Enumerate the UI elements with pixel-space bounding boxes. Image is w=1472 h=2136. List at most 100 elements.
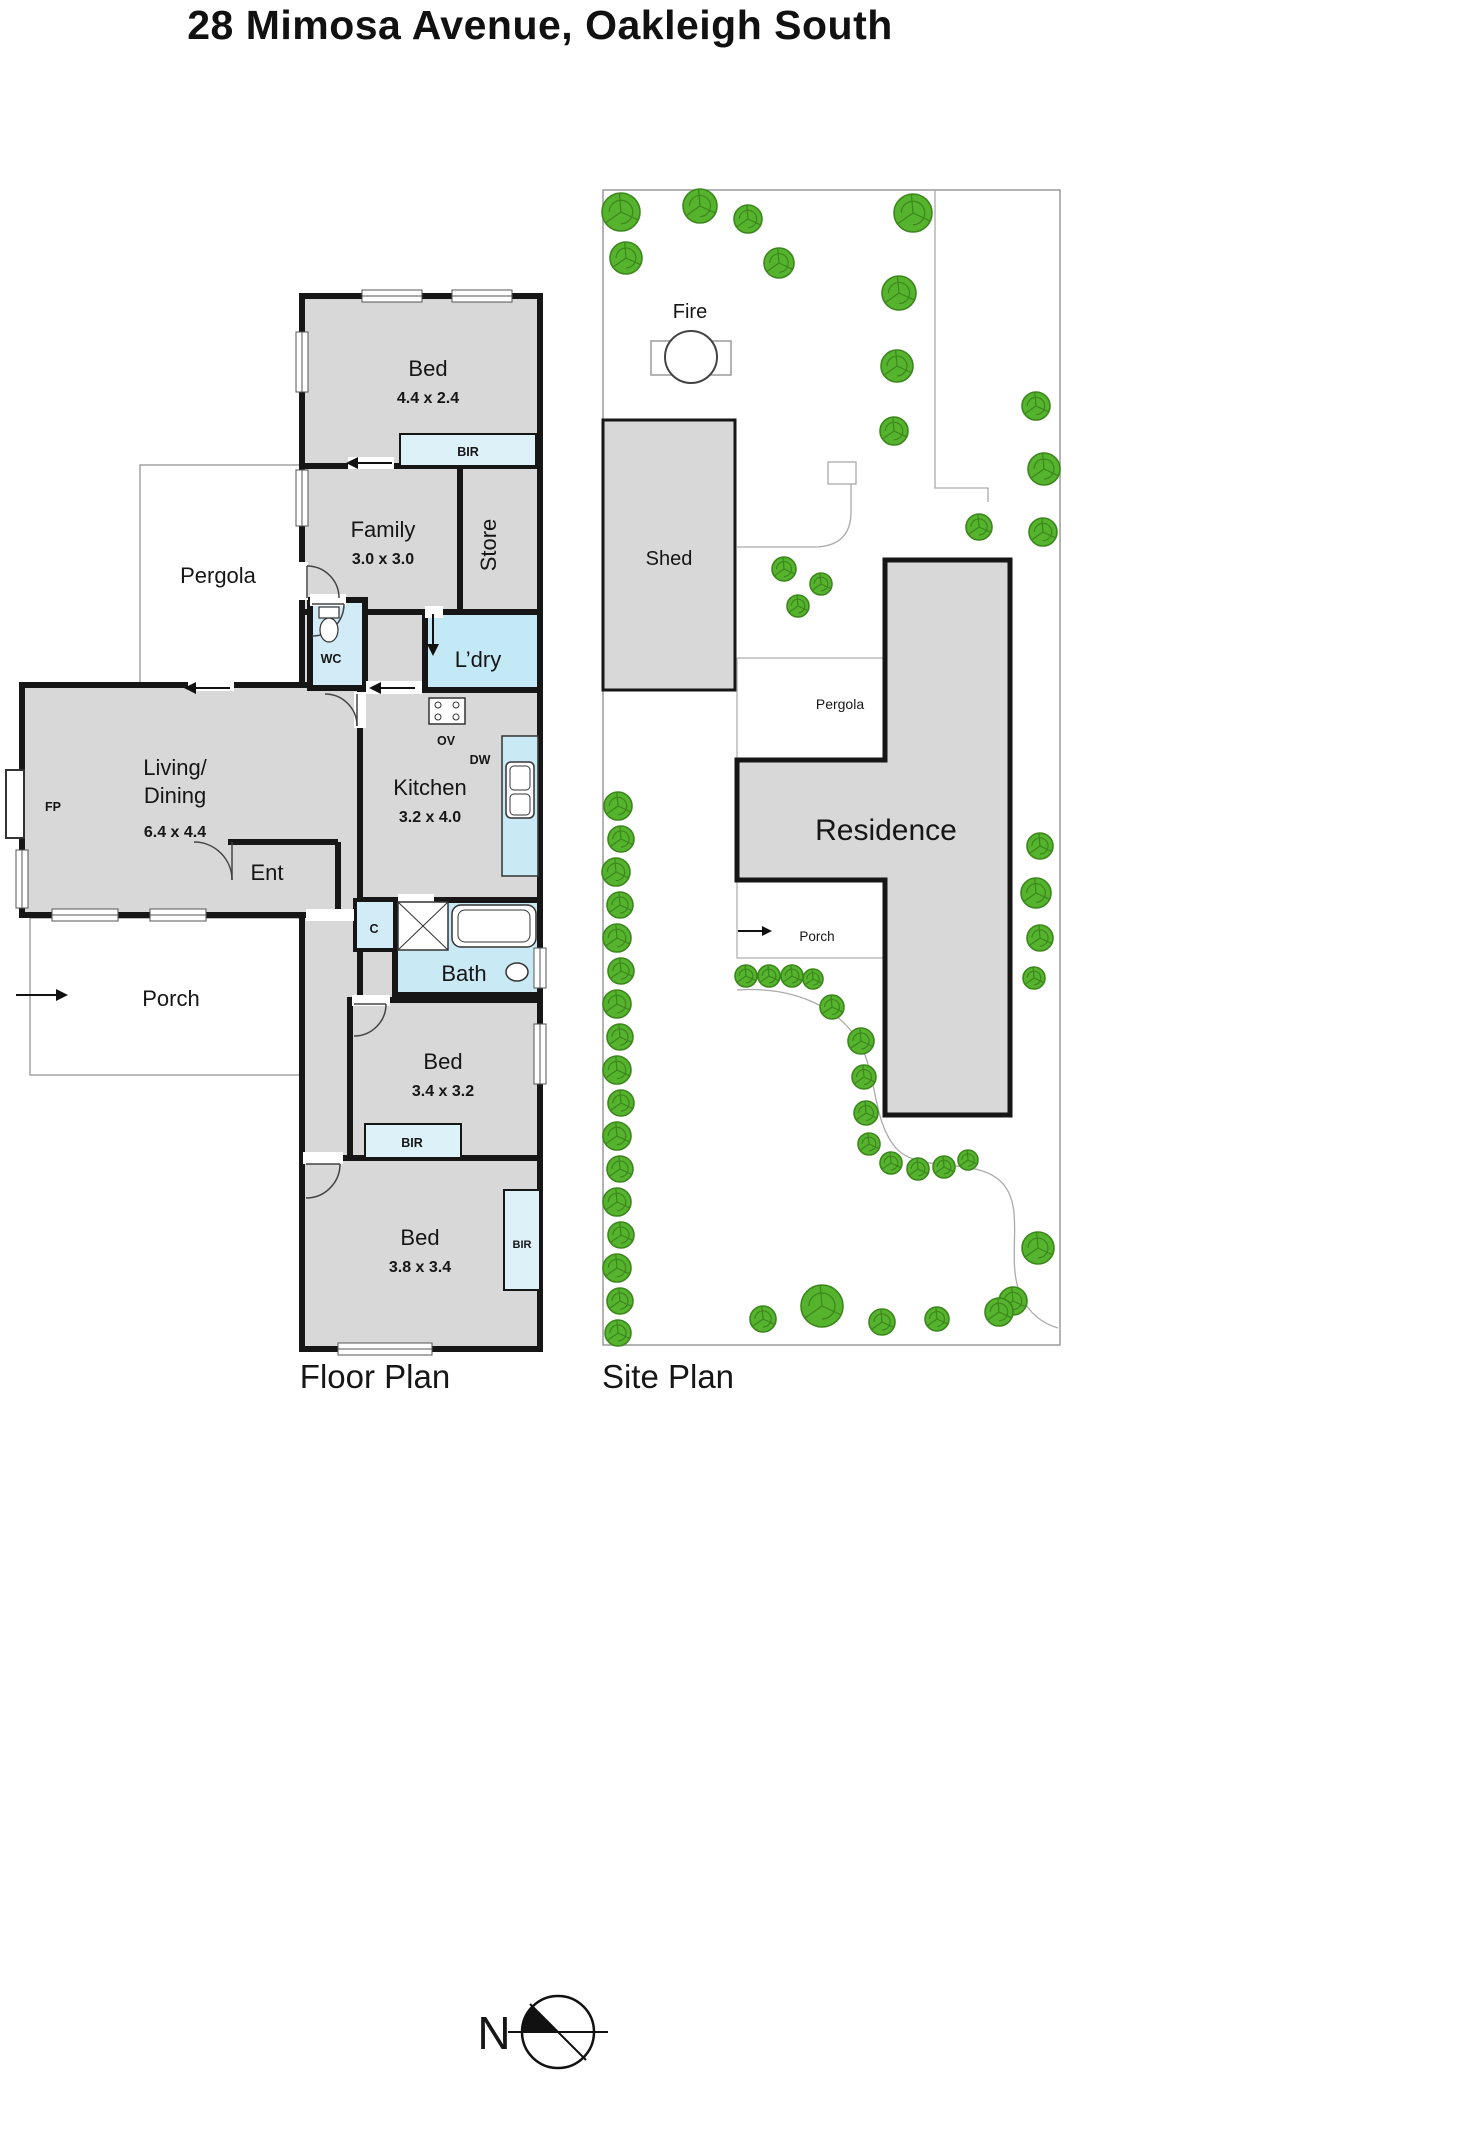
tree-icon	[1020, 877, 1052, 909]
door-icon	[193, 841, 233, 881]
room-label-bed-bottom: Bed	[400, 1225, 439, 1250]
residence-label: Residence	[815, 814, 957, 847]
site-porch-area	[736, 879, 886, 959]
room-label-family: Family	[351, 517, 416, 542]
sink-icon	[505, 761, 535, 819]
room-label-laundry: L’dry	[455, 647, 501, 672]
site-porch-arrow	[738, 926, 772, 936]
tree-icon	[607, 1089, 635, 1117]
window-icon	[15, 849, 29, 909]
tree-icon	[809, 572, 833, 596]
tree-icon	[601, 192, 641, 232]
room-dims-bed-bottom: 3.8 x 3.4	[389, 1259, 451, 1276]
tree-icon	[1027, 452, 1061, 486]
room-label-living-1: Living/	[143, 755, 207, 780]
floor-plan: Bed 4.4 x 2.4 BIR Family 3.0 x 3.0 Store…	[5, 289, 547, 1356]
floor-plan-caption: Floor Plan	[300, 1358, 450, 1395]
tree-icon	[1021, 391, 1051, 421]
direction-arrows	[16, 457, 439, 1001]
tree-icon	[763, 247, 795, 279]
fire-pit-icon	[650, 330, 732, 384]
site-porch-label: Porch	[799, 929, 834, 944]
bir-bottom-label: BIR	[513, 1239, 532, 1251]
tree-icon	[607, 1221, 635, 1249]
tree-icon	[857, 1132, 881, 1156]
room-label-bed-mid: Bed	[423, 1049, 462, 1074]
tree-icon	[602, 923, 632, 953]
tree-icon	[786, 594, 810, 618]
fixtures	[5, 606, 539, 982]
dishwasher-label: DW	[470, 753, 491, 767]
tree-icon	[604, 1319, 632, 1347]
site-plan: Fire Shed Pergola Residence Porch	[601, 188, 1061, 1347]
tree-icon	[682, 188, 718, 224]
tree-icon	[800, 1284, 844, 1328]
room-label-wc: WC	[321, 652, 342, 666]
direction-arrow	[16, 989, 68, 1001]
window-icon	[533, 947, 547, 989]
site-pergola-area	[736, 657, 886, 761]
window-icon	[361, 289, 423, 303]
tree-icon	[879, 416, 909, 446]
tree-icon	[851, 1064, 877, 1090]
compass-wedge	[522, 2006, 558, 2032]
direction-arrow	[427, 614, 439, 656]
tree-icon	[603, 791, 633, 821]
bir-top-label: BIR	[457, 445, 479, 459]
tree-icon	[1021, 1231, 1055, 1265]
tree-icon	[606, 1155, 634, 1183]
room-bed-bottom	[299, 1155, 543, 1352]
tree-icon	[757, 964, 781, 988]
interior-walls	[228, 839, 341, 912]
site-plan-caption: Site Plan	[602, 1358, 734, 1395]
window-glyphs	[15, 289, 547, 1356]
stove-icon	[428, 697, 466, 725]
room-label-porch: Porch	[142, 986, 199, 1011]
room-dims-bed-mid: 3.4 x 3.2	[412, 1083, 474, 1100]
page-title: 28 Mimosa Avenue, Oakleigh South	[187, 2, 893, 48]
door-icon	[324, 693, 358, 727]
tree-icon	[607, 957, 635, 985]
tree-icon	[602, 1253, 632, 1283]
window-icon	[533, 1023, 547, 1085]
tree-icon	[734, 964, 758, 988]
tree-icon	[881, 275, 917, 311]
tree-icon	[780, 964, 804, 988]
window-icon	[295, 331, 309, 393]
compass: N	[477, 1994, 608, 2070]
direction-arrow	[346, 457, 392, 469]
window-icon	[337, 1342, 433, 1356]
door-icon	[305, 1163, 341, 1199]
window-icon	[51, 908, 119, 922]
shed-label: Shed	[646, 548, 693, 570]
tree-icon	[601, 857, 631, 887]
cupboard-c	[353, 898, 397, 952]
room-label-kitchen: Kitchen	[393, 775, 466, 800]
room-label-store: Store	[476, 519, 501, 572]
bir-mid-label: BIR	[401, 1136, 423, 1150]
tree-icon	[1022, 966, 1046, 990]
direction-arrow	[184, 682, 230, 694]
toilet-icon	[318, 606, 340, 643]
room-laundry	[422, 609, 543, 693]
bir-top-robe	[399, 433, 537, 467]
floor-plan-labels: Bed 4.4 x 2.4 BIR Family 3.0 x 3.0 Store…	[45, 356, 532, 1276]
tree-icon	[847, 1027, 875, 1055]
tree-icon	[868, 1308, 896, 1336]
fire-label: Fire	[673, 301, 707, 323]
tree-icon	[602, 1121, 632, 1151]
room-dims-kitchen: 3.2 x 4.0	[399, 809, 461, 826]
fireplace-label: FP	[45, 800, 61, 814]
tree-icon	[879, 1151, 903, 1175]
room-label-entry: Ent	[250, 860, 283, 885]
room-label-bed-top: Bed	[408, 356, 447, 381]
compass-north-label: N	[477, 2007, 510, 2059]
oven-label: OV	[437, 734, 456, 748]
tree-icon	[802, 968, 824, 990]
bir-bottom-robe	[503, 1189, 541, 1291]
basin-icon	[505, 962, 529, 982]
bir-mid-robe	[364, 1123, 462, 1159]
tree-icon	[819, 994, 845, 1020]
tree-icon	[607, 825, 635, 853]
bathtub-icon	[451, 904, 537, 948]
